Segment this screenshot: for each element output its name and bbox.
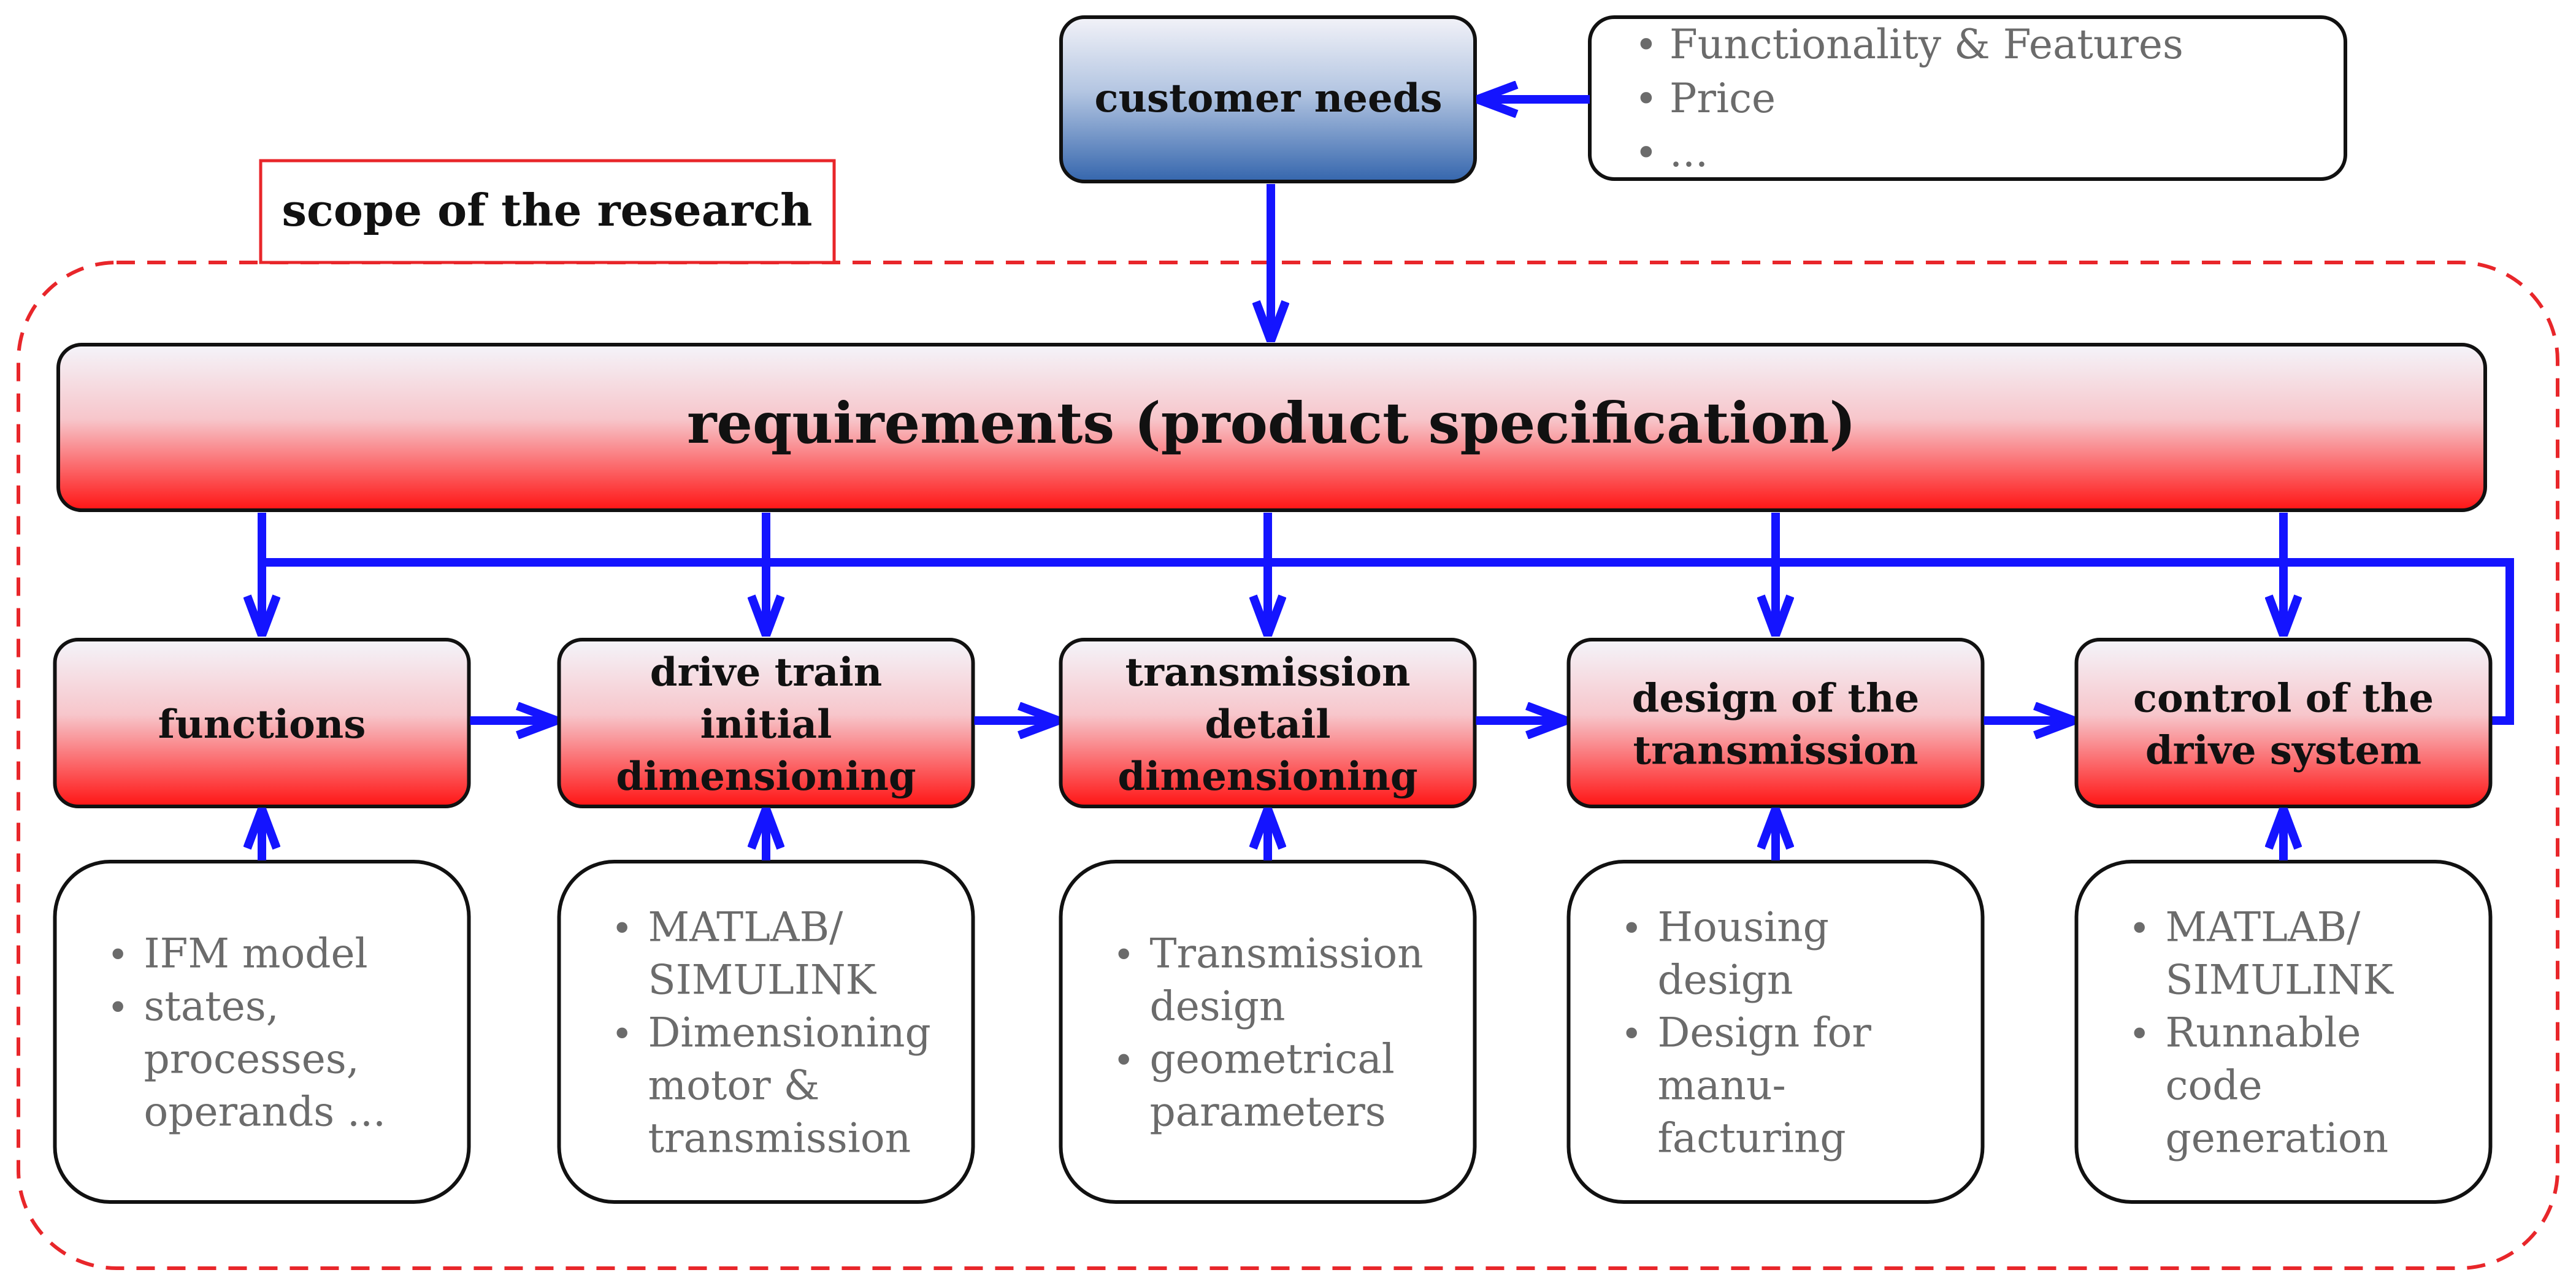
customer-need-item: Price: [1669, 75, 1776, 122]
step-label: detail: [1205, 702, 1330, 748]
tool-item-text: generation: [2166, 1115, 2389, 1162]
tool-item-text: MATLAB/: [2166, 904, 2361, 951]
tool-item-text: Dimensioning: [648, 1009, 931, 1057]
bullet-dot: •: [2129, 1013, 2150, 1056]
process-steps: functions • IFM model • states, processes, ope…: [53, 513, 2493, 1204]
bullet-dot: •: [1113, 1039, 1135, 1082]
step-box: [2074, 638, 2493, 808]
step-label: control of the: [2133, 676, 2434, 722]
tool-item-text: geometrical: [1150, 1036, 1395, 1083]
tools-box: [53, 860, 471, 1204]
step-box: [557, 638, 975, 808]
scope-label: scope of the research: [282, 184, 812, 236]
tool-item-text: design: [1658, 957, 1793, 1004]
tool-item-text: Runnable: [2166, 1009, 2361, 1057]
process-step: design of the transmission • Housing design •…: [1566, 513, 2074, 1204]
tool-item-text: MATLAB/: [648, 904, 844, 951]
bullet-dot: •: [611, 1013, 633, 1056]
tools-box: [557, 860, 975, 1204]
process-step: control of the drive system • MATLAB/SIMULI…: [2074, 513, 2493, 1204]
step-label: dimensioning: [616, 754, 916, 800]
tool-item-text: transmission: [648, 1115, 911, 1162]
tools-box: [1059, 860, 1477, 1204]
step-label: initial: [700, 702, 832, 748]
requirements-label: requirements (product specification): [687, 390, 1856, 456]
step-label: transmission: [1125, 649, 1411, 695]
step-label: drive train: [650, 649, 883, 695]
tool-item-text: motor &: [648, 1062, 820, 1109]
tool-item-text: parameters: [1150, 1089, 1386, 1136]
step-label: functions: [158, 702, 366, 748]
step-label: design of the: [1632, 676, 1920, 722]
tools-box: [1566, 860, 1985, 1204]
bullet-dot: •: [1635, 23, 1658, 68]
bullet-dot: •: [611, 908, 633, 951]
tool-item-text: code: [2166, 1062, 2263, 1109]
bullet-dot: •: [1621, 1013, 1643, 1056]
tool-item-text: facturing: [1658, 1115, 1846, 1162]
process-step: transmission detail dimensioning • Transmiss…: [1059, 513, 1566, 1204]
tool-item-text: Housing: [1658, 904, 1830, 951]
tool-item-text: SIMULINK: [648, 957, 877, 1004]
bullet-dot: •: [1621, 908, 1643, 951]
feedback-loop-line: [264, 558, 2514, 725]
process-step: drive train initial dimensioning • MATLAB/SI…: [557, 513, 1059, 1204]
bullet-dot: •: [107, 987, 129, 1030]
tool-item-text: design: [1150, 983, 1286, 1030]
customer-need-item: Functionality & Features: [1669, 21, 2183, 68]
bullet-dot: •: [1113, 934, 1135, 977]
customer-needs-details-list: •Functionality & Features•Price•...: [1635, 21, 2183, 176]
customer-needs-box: [1059, 15, 1477, 183]
bullet-dot: •: [2129, 908, 2150, 951]
step-label: dimensioning: [1117, 754, 1417, 800]
tool-item-text: processes,: [144, 1036, 359, 1083]
tool-item-text: Transmission: [1150, 930, 1424, 978]
tool-item-text: manu-: [1658, 1062, 1786, 1109]
bullet-dot: •: [1635, 77, 1658, 122]
bullet-dot: •: [1635, 131, 1658, 176]
customer-needs-label: customer needs: [1095, 75, 1443, 121]
scope-label-box: [259, 159, 836, 264]
requirements-box: [56, 343, 2487, 512]
tool-item-text: states,: [144, 983, 279, 1030]
step-label: drive system: [2145, 728, 2421, 774]
process-step: functions • IFM model • states, processes, ope…: [53, 513, 557, 1204]
tool-item-text: IFM model: [144, 930, 368, 978]
step-box: [1059, 638, 1477, 808]
bullet-dot: •: [107, 934, 129, 977]
tools-box: [2074, 860, 2493, 1204]
tool-item-text: operands ...: [144, 1089, 386, 1136]
customer-need-item: ...: [1669, 129, 1708, 176]
step-box: [53, 638, 471, 808]
step-label: transmission: [1633, 728, 1919, 774]
tool-item-text: Design for: [1658, 1009, 1872, 1057]
step-box: [1566, 638, 1985, 808]
research-scope-region: [17, 261, 2559, 1270]
tool-item-text: SIMULINK: [2166, 957, 2394, 1004]
